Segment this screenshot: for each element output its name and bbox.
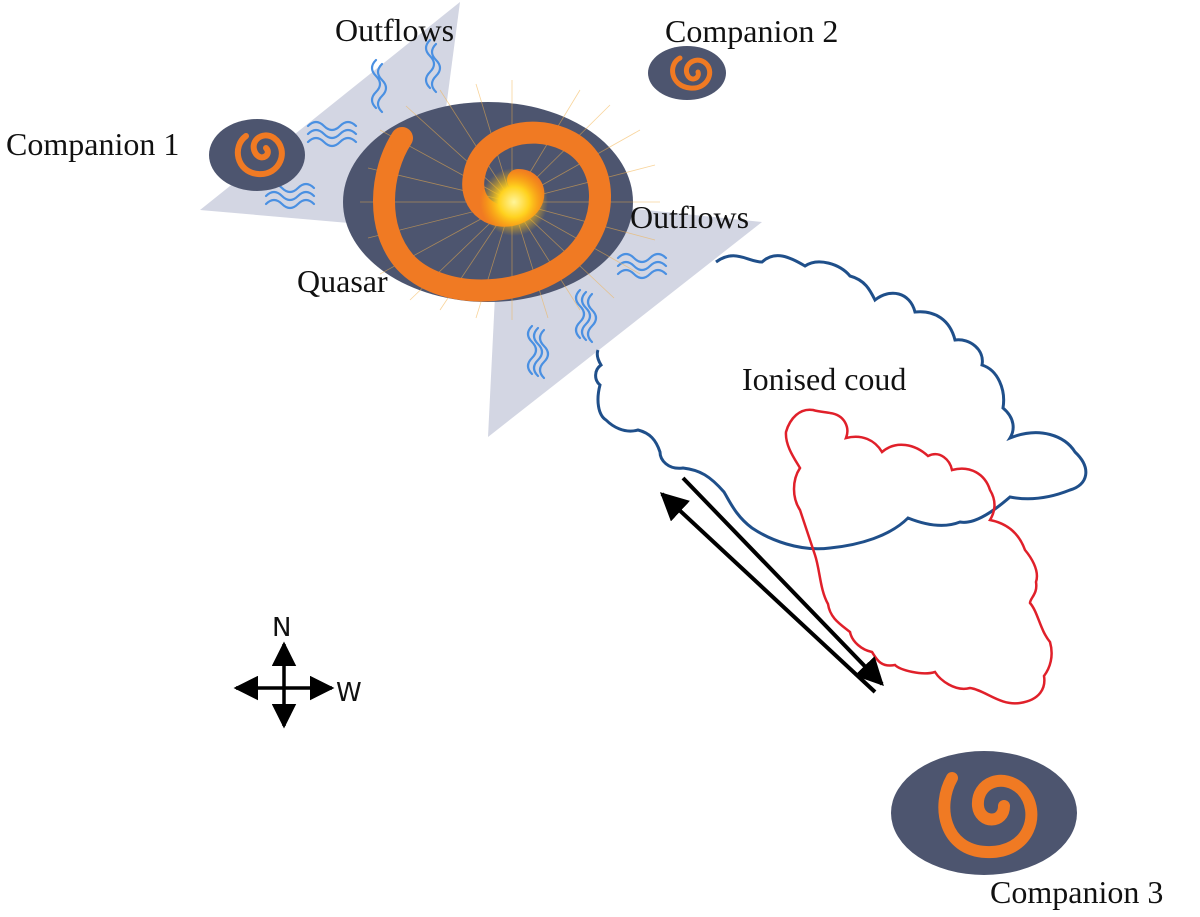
ionised-cloud-outline	[594, 254, 1088, 551]
companion-1-label: Companion 1	[6, 126, 179, 162]
quasar-galaxy	[343, 80, 660, 320]
compass-north-label: N	[272, 613, 291, 643]
double-arrow-icon	[659, 476, 884, 694]
companion-2-galaxy	[648, 46, 726, 100]
ionised-cloud-label: Ionised coud	[742, 361, 906, 397]
outflows-top-label: Outflows	[335, 12, 454, 48]
ionised-cloud-red-outline	[784, 408, 1053, 705]
companion-3-label: Companion 3	[990, 874, 1163, 910]
quasar-label: Quasar	[297, 263, 388, 299]
quasar-core	[480, 168, 548, 236]
outflows-right-label: Outflows	[630, 199, 749, 235]
companion-2-label: Companion 2	[665, 13, 838, 49]
compass-icon	[233, 641, 335, 729]
companion-3-galaxy	[891, 751, 1077, 875]
outflow-wave-icon	[264, 38, 668, 380]
companion-1-galaxy	[209, 119, 305, 191]
compass-west-label: W	[336, 678, 362, 708]
